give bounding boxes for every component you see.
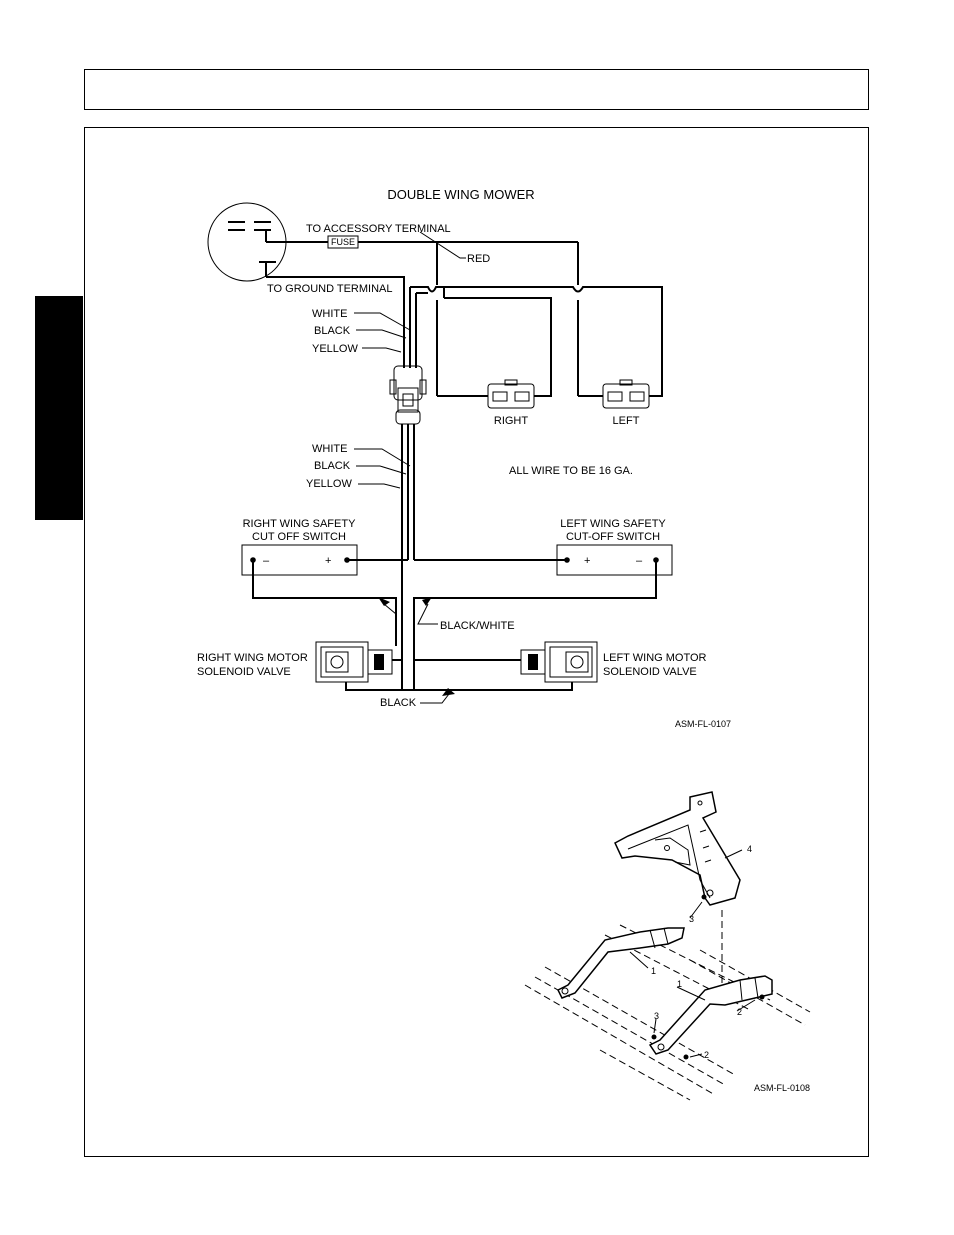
left-switch-label-1: LEFT WING SAFETY [560, 518, 666, 530]
upper-wire-label-1: WHITE [312, 308, 347, 320]
accessory-terminal-label: TO ACCESSORY TERMINAL [306, 223, 451, 235]
lower-wire-label-3: YELLOW [306, 478, 352, 490]
black-white-label: BLACK/WHITE [440, 620, 515, 632]
left-valve-label-1: LEFT WING MOTOR [603, 652, 707, 664]
right-switch-plus: + [325, 555, 331, 567]
callout-3-upper: 3 [689, 914, 694, 924]
left-switch-label-2: CUT-OFF SWITCH [566, 531, 660, 543]
right-switch-label-2: CUT OFF SWITCH [252, 531, 346, 543]
right-valve-label-1: RIGHT WING MOTOR [197, 652, 308, 664]
section-tab [35, 296, 83, 520]
wiring-figure-code: ASM-FL-0107 [675, 719, 731, 729]
callout-1-left: 1 [651, 966, 656, 976]
right-connector-icon [487, 379, 535, 409]
left-valve-label-2: SOLENOID VALVE [603, 666, 697, 678]
right-switch-label-1: RIGHT WING SAFETY [243, 518, 357, 530]
red-wire-label: RED [467, 253, 490, 265]
left-safety-switch-icon [556, 544, 673, 576]
harness-trunk-upper [403, 287, 417, 368]
upper-wire-label-3: YELLOW [312, 343, 358, 355]
accessory-wire: FUSE [266, 235, 579, 285]
callout-1-right: 1 [677, 979, 682, 989]
ground-terminal-label: TO GROUND TERMINAL [267, 283, 393, 295]
header-box [84, 69, 869, 110]
callout-2-lower: 2 [704, 1050, 709, 1060]
right-solenoid-valve-icon [315, 641, 393, 683]
left-switch-minus: – [636, 555, 643, 567]
right-safety-switch-icon [241, 544, 358, 576]
assembly-figure-code: ASM-FL-0108 [754, 1083, 810, 1093]
mount-assembly-illustration [524, 791, 811, 1101]
diagram-title: DOUBLE WING MOWER [387, 187, 534, 202]
right-switch-minus: – [263, 555, 270, 567]
black-ground-wire [345, 682, 573, 704]
left-switch-plus: + [584, 555, 590, 567]
right-connector-label: RIGHT [494, 415, 529, 427]
lower-wire-label-2: BLACK [314, 460, 351, 472]
switch-wires [252, 559, 657, 690]
figure-frame [84, 127, 869, 1157]
wire-gauge-note: ALL WIRE TO BE 16 GA. [509, 465, 633, 477]
right-valve-label-2: SOLENOID VALVE [197, 666, 291, 678]
callout-3-lower: 3 [654, 1011, 659, 1021]
black-wire-label: BLACK [380, 697, 417, 709]
lower-wire-label-1: WHITE [312, 443, 347, 455]
distribution-wires [410, 286, 663, 397]
upper-wire-label-2: BLACK [314, 325, 351, 337]
left-connector-label: LEFT [613, 415, 640, 427]
callout-2-right: 2 [737, 1007, 742, 1017]
harness-trunk-lower [401, 424, 415, 690]
left-solenoid-valve-icon [520, 641, 598, 683]
harness-connector-icon [389, 365, 427, 425]
callout-4: 4 [747, 844, 752, 854]
left-connector-icon [602, 379, 650, 409]
fuse-label: FUSE [331, 237, 355, 247]
